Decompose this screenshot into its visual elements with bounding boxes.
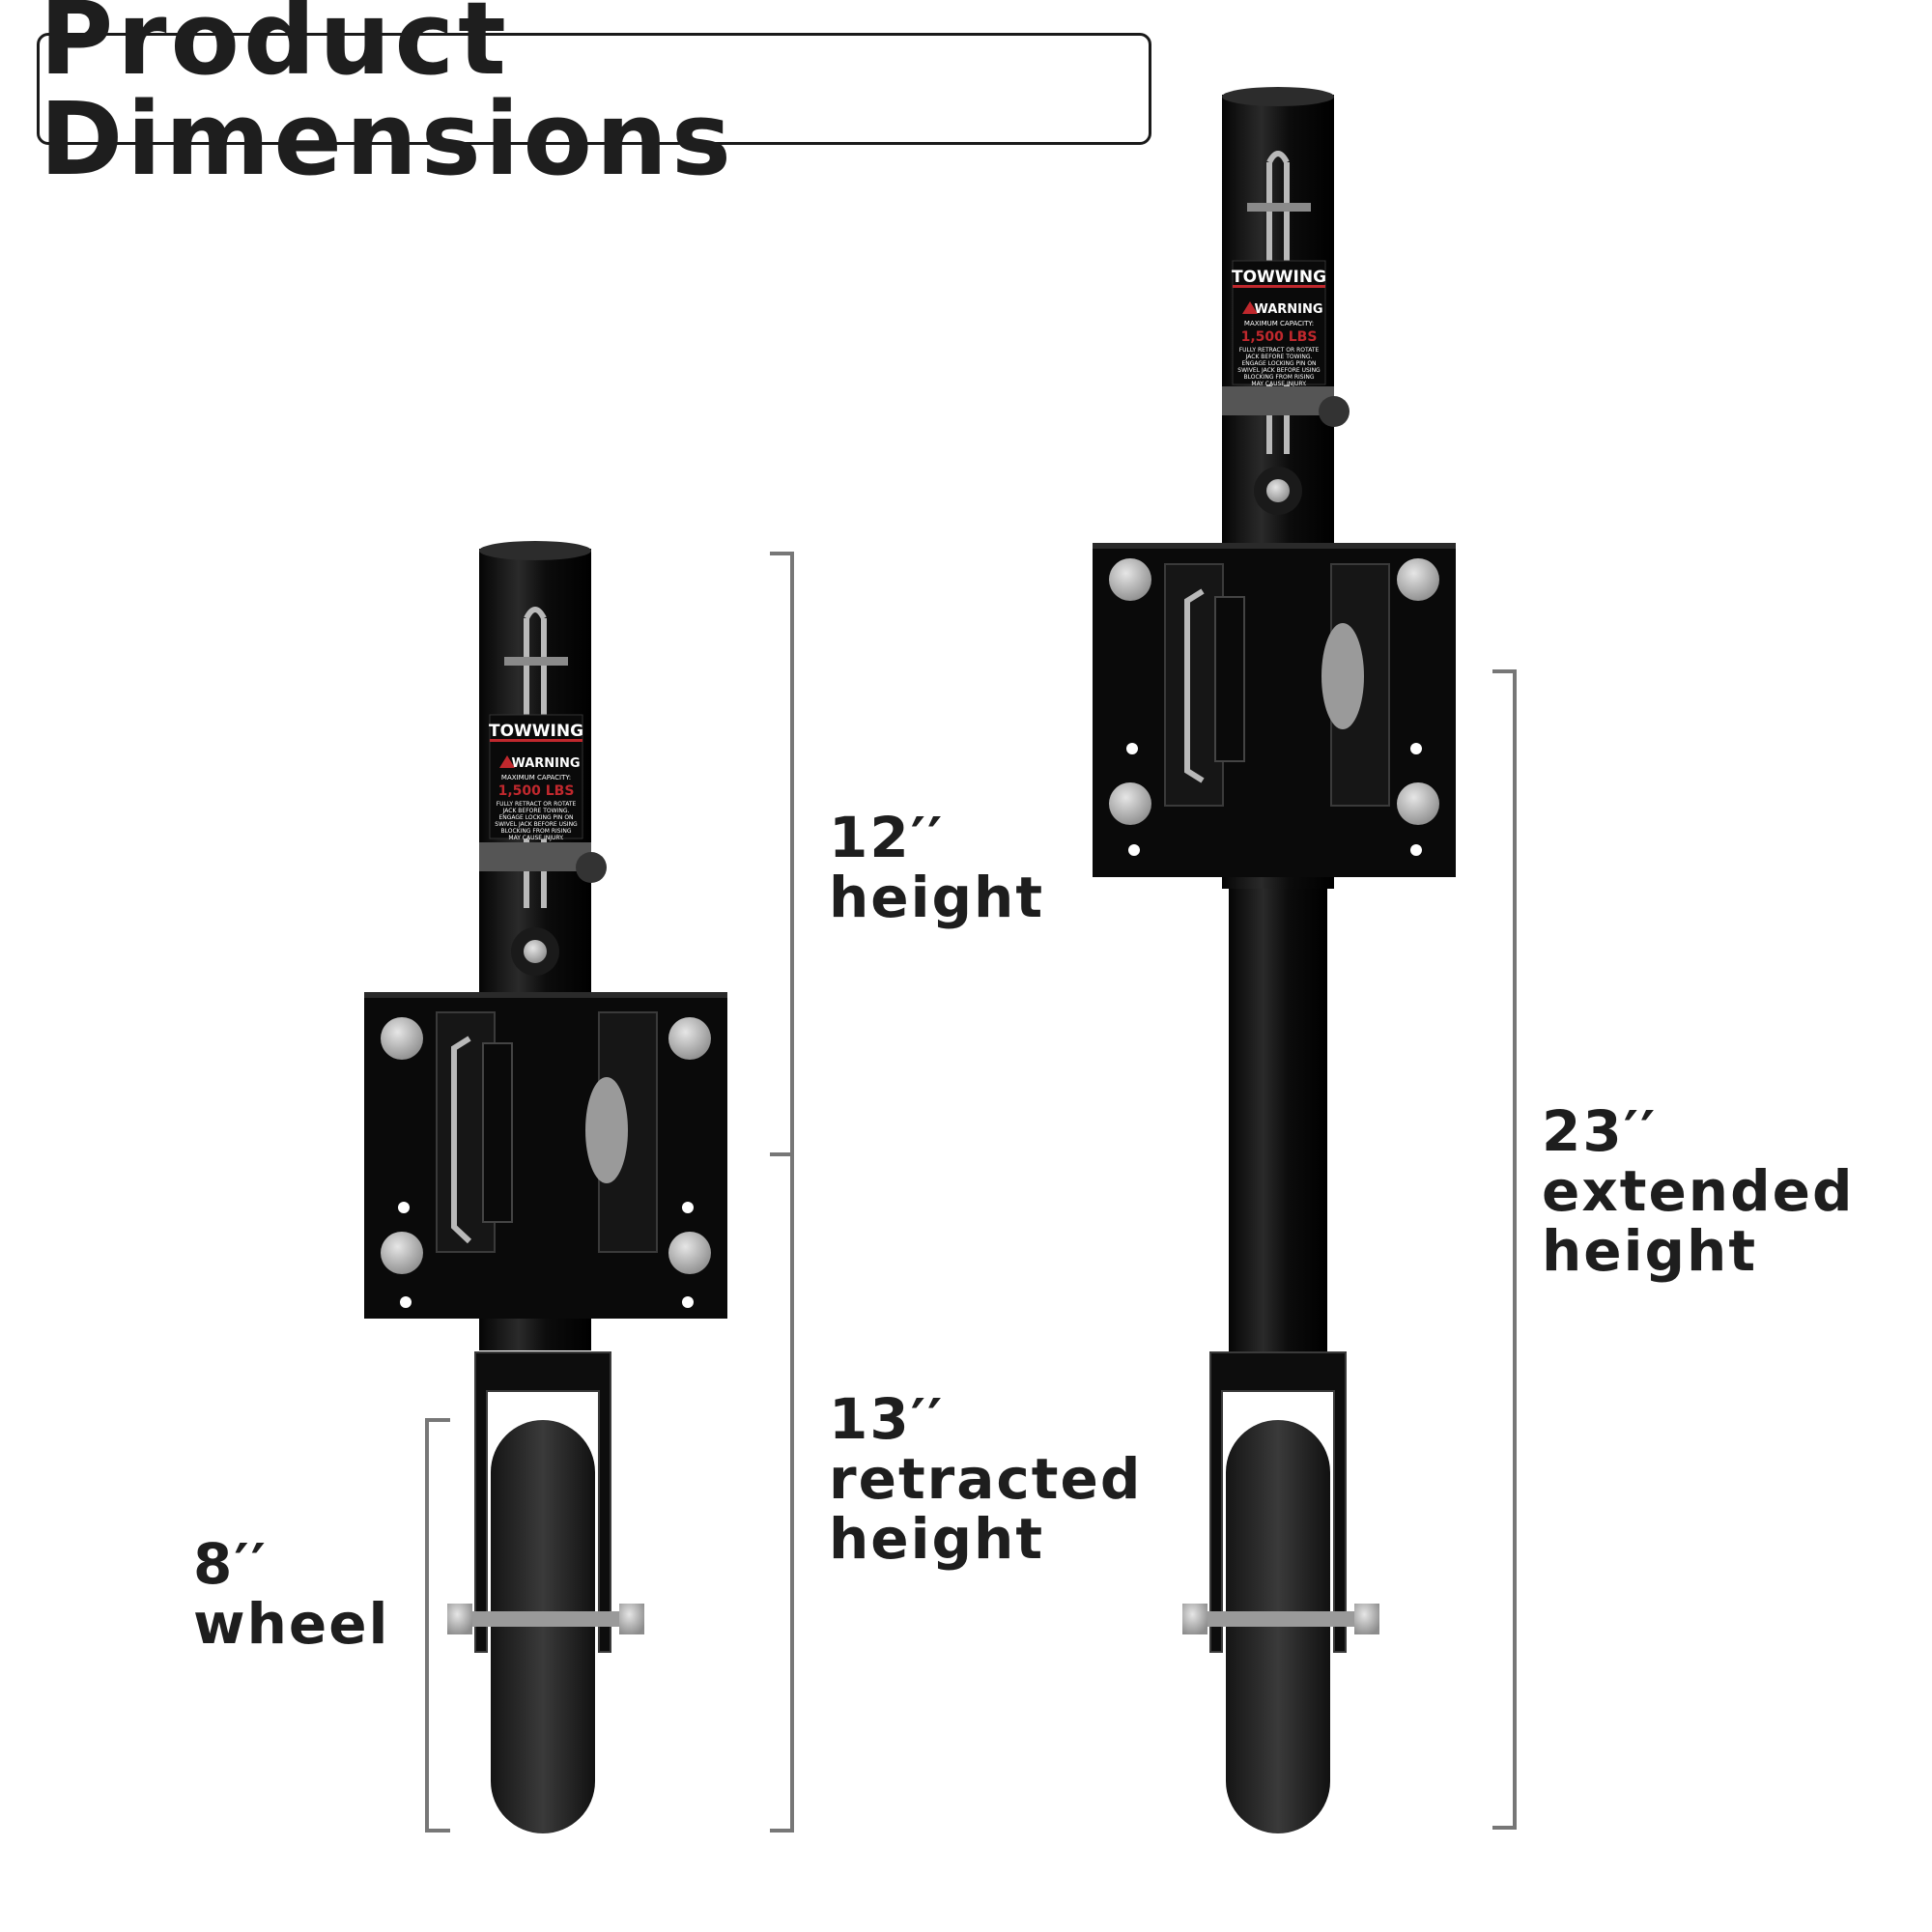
handle-crossbar (1247, 203, 1311, 212)
label-line-2: JACK BEFORE TOWING. (502, 808, 570, 814)
label-line-4: SWIVEL JACK BEFORE USING (1237, 367, 1321, 374)
axle-nut-right (619, 1604, 644, 1634)
wheel-label: 8′′ wheel (193, 1534, 389, 1654)
retracted-text-1: retracted (829, 1446, 1143, 1512)
axle-nut-left (1182, 1604, 1208, 1634)
jack-tube-cap (479, 541, 591, 560)
inner-tube (1229, 889, 1327, 1352)
label-line-3: ENGAGE LOCKING PIN ON (1241, 360, 1316, 367)
jack-tube-cap (1222, 87, 1334, 106)
crank-handle-top (1266, 151, 1290, 164)
label-line-1: FULLY RETRACT OR ROTATE (1239, 347, 1320, 354)
retracted-text-2: height (829, 1506, 1045, 1572)
extended-value: 23′′ (1542, 1098, 1658, 1164)
handle-crossbar (504, 657, 568, 666)
axle-nut-left (447, 1604, 472, 1634)
title-box: Product Dimensions (37, 0, 1151, 189)
wheel-fork (474, 1351, 611, 1653)
retracted-height-label: 13′′ retracted height (829, 1389, 1142, 1569)
wheel-text: wheel (193, 1591, 390, 1657)
wheel-fork (1209, 1351, 1347, 1653)
label-line-3: ENGAGE LOCKING PIN ON (498, 814, 573, 821)
label-brand: TOWWING (1232, 268, 1326, 287)
height-text: height (829, 865, 1045, 930)
label-line-5: BLOCKING FROM RISING (1244, 374, 1315, 381)
label-capacity-title: MAXIMUM CAPACITY: (501, 774, 571, 781)
page-title: Product Dimensions (40, 0, 735, 198)
strap (1222, 386, 1334, 415)
crank-handle-top (524, 607, 547, 620)
label-line-5: BLOCKING FROM RISING (501, 828, 572, 835)
label-line-6: MAY CAUSE INJURY. (1251, 381, 1306, 387)
bracket-12-height (770, 552, 794, 1156)
strap-knob (1319, 396, 1350, 427)
axle-nut-right (1354, 1604, 1379, 1634)
strap-knob (576, 852, 607, 883)
label-capacity: 1,500 LBS (498, 783, 575, 799)
bracket-8-wheel (425, 1418, 450, 1833)
locking-pin (524, 940, 547, 963)
label-line-1: FULLY RETRACT OR ROTATE (497, 801, 577, 808)
retracted-jack: TOWWING WARNING MAXIMUM CAPACITY: 1,500 … (364, 541, 727, 1833)
extended-height-label: 23′′ extended height (1542, 1101, 1854, 1281)
label-brand: TOWWING (489, 722, 583, 741)
height-value: 12′′ (829, 805, 945, 870)
extended-jack: TOWWING WARNING MAXIMUM CAPACITY: 1,500 … (1093, 87, 1456, 1833)
label-line-2: JACK BEFORE TOWING. (1245, 354, 1313, 360)
axle (1182, 1611, 1379, 1627)
extended-text-2: height (1542, 1218, 1758, 1284)
label-capacity-title: MAXIMUM CAPACITY: (1244, 320, 1314, 327)
warning-label: TOWWING WARNING MAXIMUM CAPACITY: 1,500 … (489, 714, 583, 841)
label-capacity: 1,500 LBS (1241, 329, 1318, 345)
axle (447, 1611, 644, 1627)
bracket-23-extended (1492, 669, 1517, 1830)
wheel-value: 8′′ (193, 1531, 268, 1597)
label-warning: WARNING (511, 756, 580, 771)
label-line-4: SWIVEL JACK BEFORE USING (495, 821, 578, 828)
label-warning: WARNING (1254, 302, 1322, 317)
strap (479, 842, 591, 871)
retracted-value: 13′′ (829, 1386, 945, 1452)
label-line-6: MAY CAUSE INJURY. (508, 835, 563, 841)
height-label: 12′′ height (829, 808, 1044, 927)
warning-label: TOWWING WARNING MAXIMUM CAPACITY: 1,500 … (1232, 260, 1326, 387)
mounting-bracket (364, 992, 727, 1319)
bracket-13-retracted (770, 1152, 794, 1833)
locking-pin (1266, 479, 1290, 502)
mounting-bracket (1093, 543, 1456, 877)
extended-text-1: extended (1542, 1158, 1855, 1224)
